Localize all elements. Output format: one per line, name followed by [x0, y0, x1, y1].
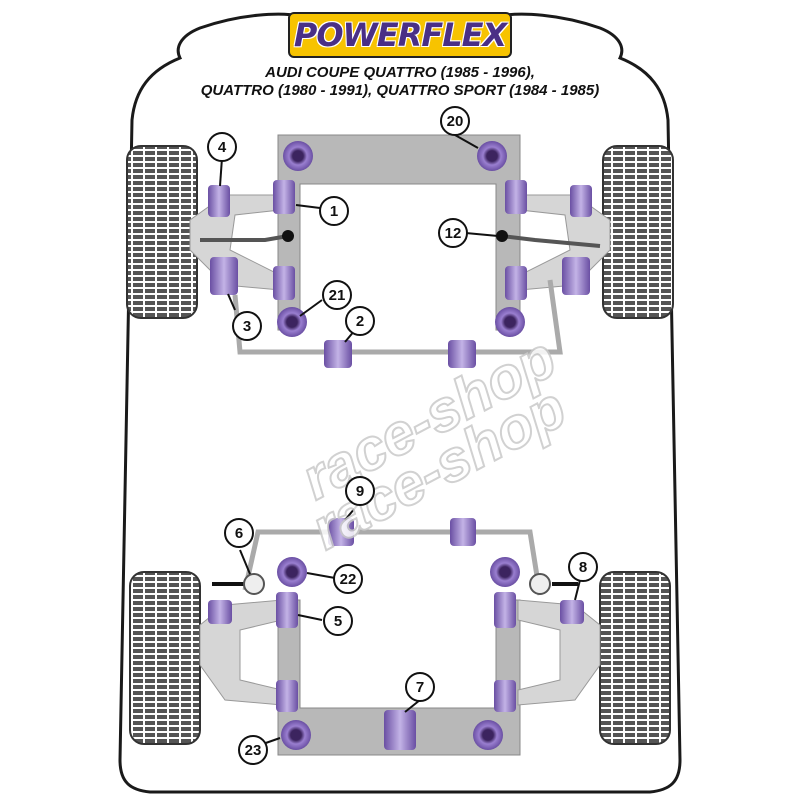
- callout-8: 8: [568, 552, 598, 582]
- mount-20-right: [477, 141, 507, 171]
- bush-9-left: [328, 518, 354, 546]
- callout-4: 4: [207, 132, 237, 162]
- bush-2-left: [324, 340, 352, 368]
- bush-7: [384, 710, 416, 750]
- mount-22-right: [490, 557, 520, 587]
- bush-4: [208, 185, 230, 217]
- leader-lines: [219, 134, 581, 746]
- mount-21-left: [277, 307, 307, 337]
- bush-5-upper: [276, 592, 298, 628]
- callout-22: 22: [333, 564, 363, 594]
- rear-left-wishbone: [199, 599, 283, 706]
- drop-link-bush-left: [243, 573, 265, 595]
- bush-12-lower: [505, 266, 527, 300]
- track-rod-joint-right: [496, 230, 508, 242]
- callout-12: 12: [438, 218, 468, 248]
- bush-2-right: [448, 340, 476, 368]
- tyre-front-left: [126, 145, 198, 319]
- bush-5-right-lower: [494, 680, 516, 712]
- tyre-rear-right: [599, 571, 671, 745]
- title-line-2: QUATTRO (1980 - 1991), QUATTRO SPORT (19…: [200, 82, 600, 99]
- front-bushes: [208, 141, 592, 368]
- callout-7: 7: [405, 672, 435, 702]
- front-track-rod-left: [200, 234, 289, 242]
- bush-1-lower: [273, 266, 295, 300]
- mount-22-left: [277, 557, 307, 587]
- mount-20-left: [283, 141, 313, 171]
- front-track-rod-right: [501, 234, 601, 248]
- bush-4-right: [570, 185, 592, 217]
- callout-20: 20: [440, 106, 470, 136]
- callout-9: 9: [345, 476, 375, 506]
- callout-3: 3: [232, 311, 262, 341]
- bush-3-right: [562, 257, 590, 295]
- callout-2: 2: [345, 306, 375, 336]
- bush-5-right-upper: [494, 592, 516, 628]
- rear-anti-roll-bar: [242, 529, 543, 596]
- mount-21-right: [495, 307, 525, 337]
- powerflex-logo: POWERFLEX: [288, 12, 512, 58]
- callout-23: 23: [238, 735, 268, 765]
- bush-rear-outer-left: [208, 600, 232, 624]
- track-rod-joint-left: [282, 230, 294, 242]
- tyre-rear-left: [129, 571, 201, 745]
- callout-21: 21: [322, 280, 352, 310]
- mount-23-right: [473, 720, 503, 750]
- drop-link-bush-right: [529, 573, 551, 595]
- bush-8: [560, 600, 584, 624]
- bush-12-upper: [505, 180, 527, 214]
- callout-1: 1: [319, 196, 349, 226]
- logo-text: POWERFLEX: [293, 16, 507, 54]
- bush-5-lower: [276, 680, 298, 712]
- tyre-front-right: [602, 145, 674, 319]
- rear-bushes: [208, 518, 584, 750]
- rear-right-wishbone: [517, 599, 601, 706]
- mount-23-left: [281, 720, 311, 750]
- bush-9-right: [450, 518, 476, 546]
- callout-5: 5: [323, 606, 353, 636]
- title-line-1: AUDI COUPE QUATTRO (1985 - 1996),: [265, 64, 535, 81]
- bush-3: [210, 257, 238, 295]
- bush-1-upper: [273, 180, 295, 214]
- callout-6: 6: [224, 518, 254, 548]
